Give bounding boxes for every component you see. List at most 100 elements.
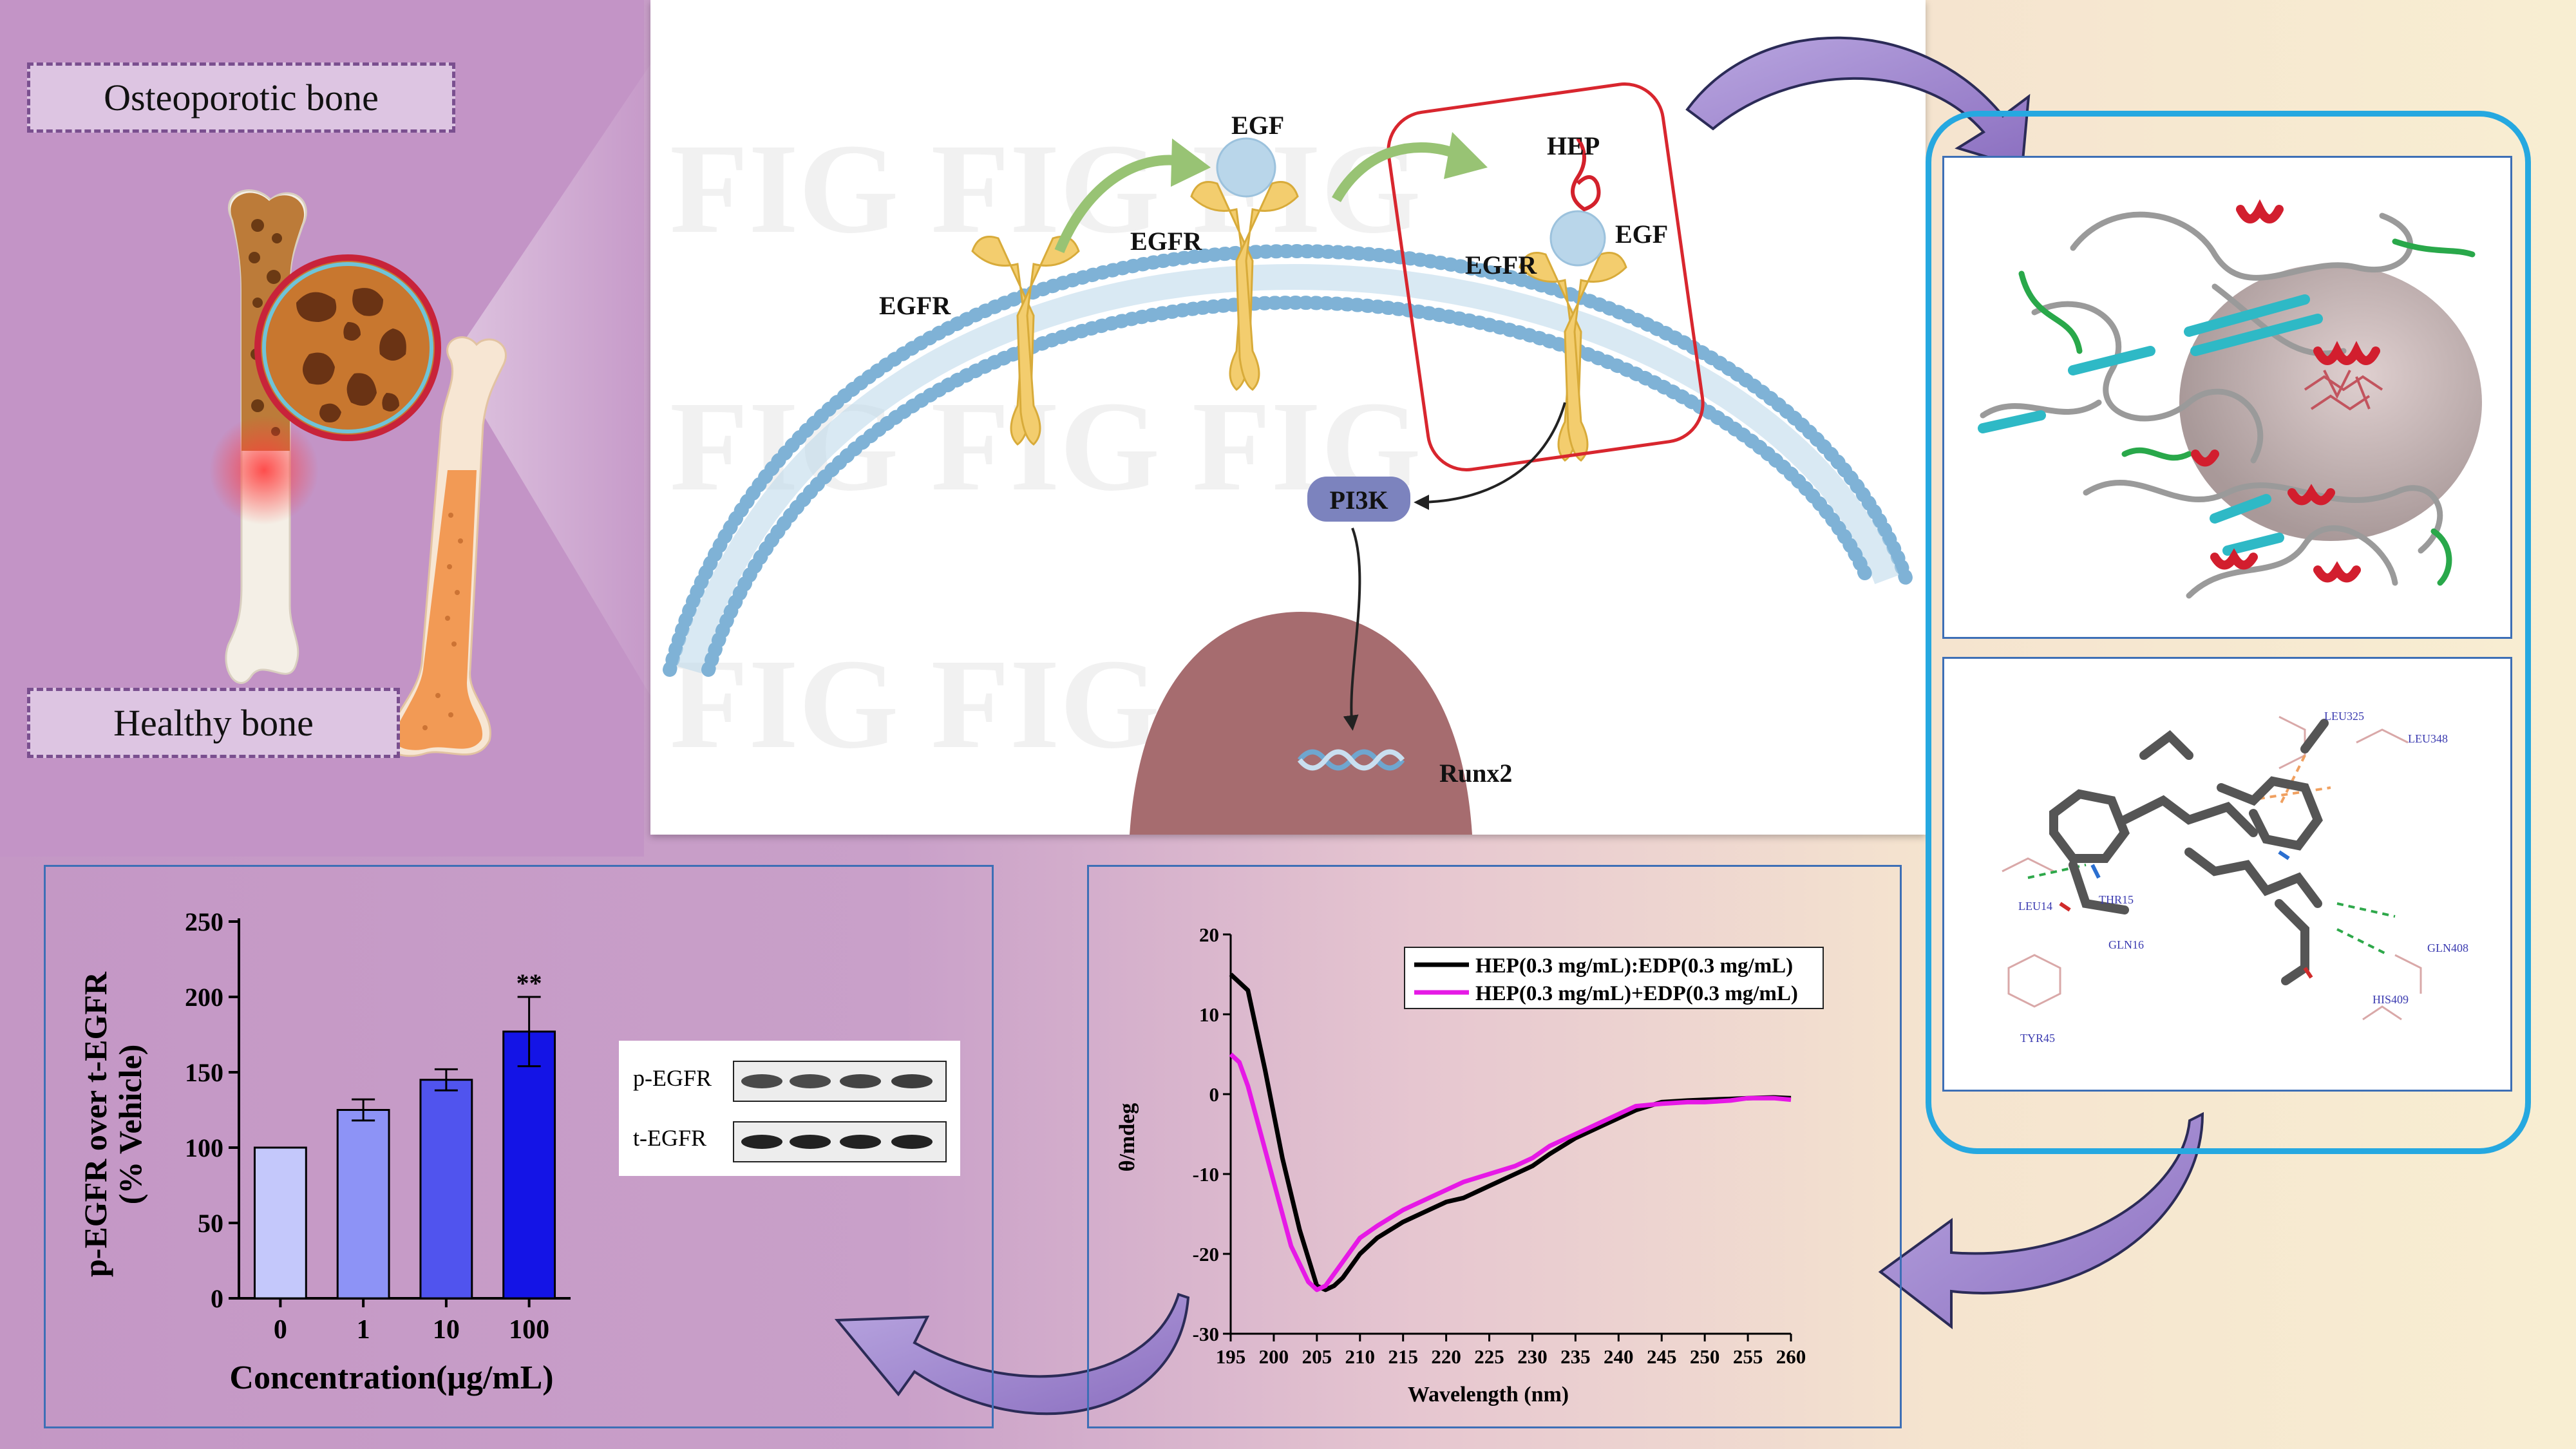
egf-label-1: EGF	[1231, 111, 1284, 140]
svg-text:FIG FIG FIG: FIG FIG FIG	[670, 118, 1421, 260]
band-label-t-egfr: t-EGFR	[633, 1125, 706, 1151]
pi3k-node	[1307, 477, 1410, 522]
healthy-bone-text: Healthy bone	[113, 702, 314, 744]
bar-y-tick-label: 250	[185, 907, 223, 936]
egfr-label-3: EGFR	[1465, 251, 1537, 279]
osteoporotic-bone-label: Osteoporotic bone	[27, 62, 455, 133]
bone-illustration	[209, 189, 507, 757]
residue-label-gln408: GLN408	[2427, 942, 2468, 954]
protein-ribbon	[1978, 199, 2482, 599]
bar-y-tick-label: 50	[198, 1209, 223, 1238]
significance-100: **	[516, 969, 542, 998]
cd-x-tick-label: 200	[1259, 1345, 1289, 1368]
ligand-interaction-diagram: LEU325 LEU348 LEU14 THR15 GLN16 GLN408 H…	[2002, 710, 2468, 1045]
residue-label-thr15: THR15	[2099, 893, 2134, 906]
bar-x-axis-label: Concentration(μg/mL)	[229, 1359, 553, 1396]
bar-x-tick-label: 1	[357, 1315, 370, 1345]
docking-interaction-panel: LEU325 LEU348 LEU14 THR15 GLN16 GLN408 H…	[1942, 657, 2512, 1092]
bar-100	[502, 1030, 556, 1300]
nucleus	[1130, 612, 1472, 835]
hep-strand	[1571, 137, 1601, 212]
residue-label-leu325: LEU325	[2324, 710, 2364, 723]
bar-x-tick-label: 100	[509, 1315, 549, 1345]
pi3k-to-runx2-arrow	[1343, 527, 1361, 731]
osteoporotic-bone-text: Osteoporotic bone	[104, 77, 379, 118]
cd-y-tick-label: 0	[1209, 1083, 1220, 1106]
egf-ligand-1	[1216, 137, 1276, 198]
cd-x-tick-label: 215	[1388, 1345, 1418, 1368]
magnify-beam	[451, 64, 650, 696]
legend-label-series-1: HEP(0.3 mg/mL):EDP(0.3 mg/mL)	[1475, 954, 1793, 978]
residue-labels: LEU325 LEU348 LEU14 THR15 GLN16 GLN408 H…	[2018, 710, 2468, 1045]
cd-x-tick-label: 235	[1560, 1345, 1591, 1368]
watermark: FIG FIG FIG FIG FIG FIG FIG FIG FIG	[670, 118, 1421, 775]
protein-structure-panel	[1942, 156, 2512, 639]
cd-chart-series	[1229, 972, 1792, 1293]
residue-label-his409: HIS409	[2372, 993, 2409, 1006]
egfr-label-2: EGFR	[1130, 227, 1202, 256]
green-arrow-1	[1054, 138, 1211, 254]
cd-y-tick-label: 20	[1199, 923, 1219, 946]
healthy-bone-label: Healthy bone	[27, 688, 400, 758]
residue-label-gln16: GLN16	[2108, 938, 2144, 951]
cd-x-axis-label: Wavelength (nm)	[1408, 1383, 1569, 1406]
docking-frame	[1926, 111, 2531, 1154]
pathway-panel: FIG FIG FIG FIG FIG FIG FIG FIG FIG	[650, 0, 1926, 835]
cd-x-tick-label: 195	[1216, 1345, 1246, 1368]
cd-y-tick-label: 10	[1199, 1003, 1219, 1026]
cd-y-tick-label: -30	[1193, 1323, 1219, 1345]
cd-x-tick-label: 260	[1776, 1345, 1806, 1368]
bar-x-tick-label: 0	[274, 1315, 287, 1345]
band-label-p-egfr: p-EGFR	[633, 1065, 712, 1091]
bar-y-tick-label: 150	[185, 1058, 223, 1087]
blot-strip-p-egfr	[733, 1061, 947, 1102]
cd-series-2	[1229, 1052, 1792, 1293]
arrow-to-docking	[1685, 36, 2031, 169]
legend-label-series-2: HEP(0.3 mg/mL)+EDP(0.3 mg/mL)	[1475, 982, 1798, 1005]
residue-label-leu348: LEU348	[2408, 732, 2448, 745]
cd-x-tick-label: 255	[1733, 1345, 1763, 1368]
egfr-label-1: EGFR	[879, 291, 951, 320]
cd-legend: HEP(0.3 mg/mL):EDP(0.3 mg/mL) HEP(0.3 mg…	[1404, 947, 1824, 1009]
hep-label: HEP	[1547, 131, 1600, 160]
cd-x-tick-label: 210	[1345, 1345, 1376, 1368]
cd-y-axis-label: θ/mdeg	[1115, 1103, 1139, 1172]
pathway-diagram: FIG FIG FIG FIG FIG FIG FIG FIG FIG	[663, 82, 1913, 835]
cd-series-1	[1229, 972, 1792, 1293]
cd-x-tick-label: 245	[1647, 1345, 1677, 1368]
bar-10	[419, 1079, 473, 1300]
egfr-receptor-1	[971, 236, 1080, 446]
egfr-to-pi3k-arrow	[1414, 402, 1566, 510]
arrow-to-cd	[1878, 1112, 2204, 1330]
residue-label-tyr45: TYR45	[2020, 1032, 2055, 1045]
cd-x-tick-label: 240	[1604, 1345, 1634, 1368]
bar-y-axis-label-line1: p-EGFR over t-EGFR	[77, 971, 113, 1277]
bar-x-tick-label: 10	[433, 1315, 460, 1345]
cd-chart-axes	[1229, 934, 1791, 1335]
egf-label-2: EGF	[1615, 220, 1668, 249]
cd-y-tick-label: -20	[1193, 1243, 1219, 1265]
green-arrow-2	[1332, 132, 1488, 202]
cd-x-tick-label: 230	[1517, 1345, 1548, 1368]
pi3k-label: PI3K	[1329, 486, 1388, 515]
runx2-label: Runx2	[1439, 759, 1512, 788]
cd-x-tick-label: 225	[1474, 1345, 1504, 1368]
cd-x-tick-label: 250	[1690, 1345, 1720, 1368]
blot-strip-t-egfr	[733, 1121, 947, 1162]
bar-y-axis-label-line2: (% Vehicle)	[112, 1045, 148, 1205]
bar-y-tick-label: 100	[185, 1133, 223, 1162]
cd-y-tick-label: -10	[1193, 1163, 1219, 1186]
magnifier-circle	[254, 254, 441, 441]
arrow-to-bar	[834, 1293, 1190, 1416]
western-blot: p-EGFR t-EGFR	[619, 1041, 960, 1176]
bar-y-tick-label: 200	[185, 983, 223, 1012]
bar-1	[336, 1109, 390, 1300]
